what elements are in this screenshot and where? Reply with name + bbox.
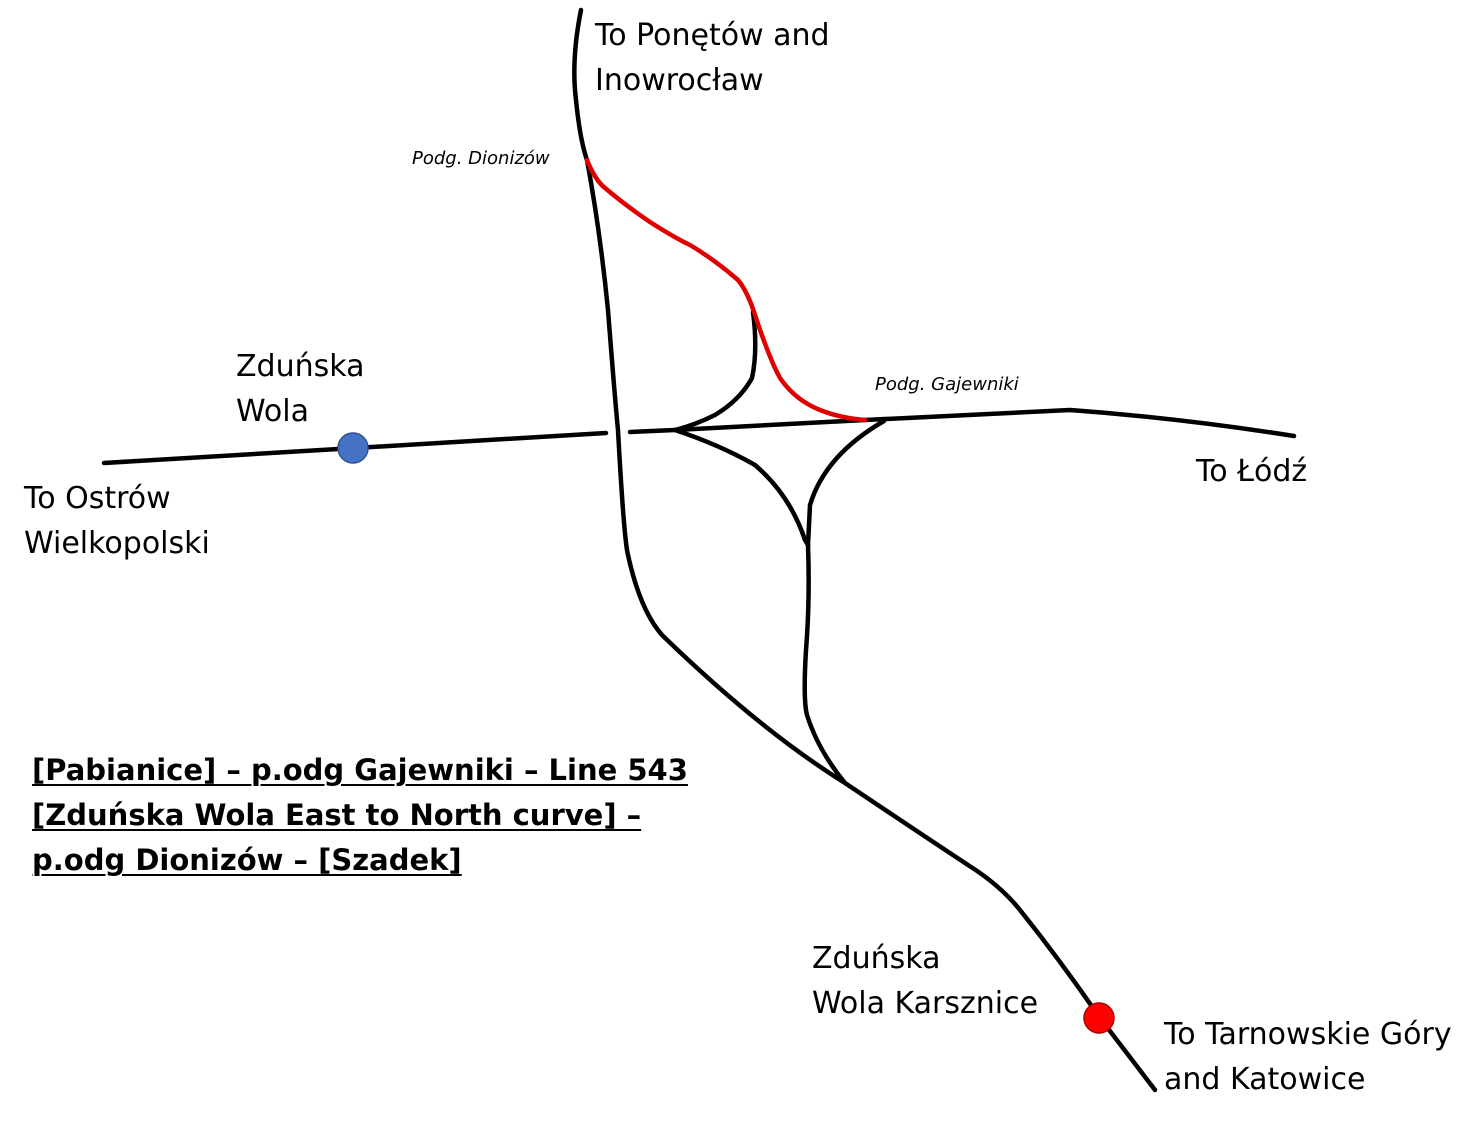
new-curve-dionizow-gajewniki [584,157,868,423]
route-description: [Pabianice] – p.odg Gajewniki – Line 543… [32,748,688,883]
label-to-ostrow-line1: To Ostrów [24,481,171,516]
curve-gajewniki-to-south [805,418,887,548]
label-zdunska-wola: Zduńska Wola [236,344,364,434]
label-zdunska-wola-line2: Wola [236,394,309,429]
line-east-segment [627,407,1297,439]
route-line-2: [Zduńska Wola East to North curve] – [32,798,642,832]
station-marker-zdunska-wola [337,432,369,464]
label-to-ponetow-line1: To Ponętów and [595,18,830,53]
label-to-tarnowskie: To Tarnowskie Góry and Katowice [1164,1012,1452,1102]
label-to-ponetow-line2: Inowrocław [595,63,764,98]
junction-label-gajewniki: Podg. Gajewniki [875,374,1019,395]
route-line-3: p.odg Dionizów – [Szadek] [32,843,462,877]
label-karsznice: Zduńska Wola Karsznice [812,936,1038,1026]
curve-west-to-south [672,427,811,548]
label-to-tarnowskie-line2: and Katowice [1164,1062,1366,1097]
label-karsznice-line1: Zduńska [812,941,941,976]
line-north-south [572,7,1158,1093]
label-to-ostrow-line2: Wielkopolski [24,526,210,561]
junction-label-dionizow: Podg. Dionizów [412,148,550,169]
curve-north-stub [672,309,758,433]
label-zdunska-wola-line1: Zduńska [236,349,365,384]
label-to-tarnowskie-line1: To Tarnowskie Góry [1164,1017,1452,1052]
label-to-ostrow: To Ostrów Wielkopolski [24,476,210,566]
label-karsznice-line2: Wola Karsznice [812,986,1039,1021]
label-to-ponetow: To Ponętów and Inowrocław [595,13,830,103]
station-marker-karsznice [1083,1002,1115,1034]
route-line-1: [Pabianice] – p.odg Gajewniki – Line 543 [32,753,688,787]
spur-to-karsznice [802,542,848,786]
label-to-lodz: To Łódź [1196,454,1308,489]
